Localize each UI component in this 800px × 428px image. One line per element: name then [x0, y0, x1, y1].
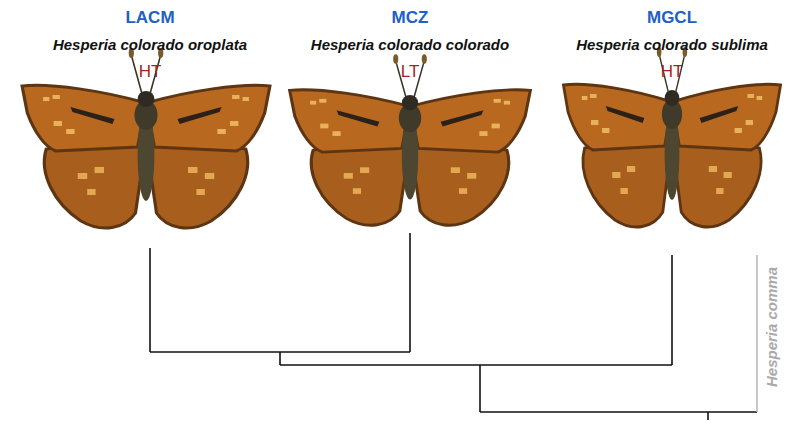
- taxon-name: Hesperia colorado colorado: [311, 36, 509, 53]
- specimen-colorado: [290, 54, 531, 225]
- type-status: HT: [661, 62, 684, 82]
- tree-branch: [149, 248, 151, 352]
- tree-root: [707, 412, 709, 420]
- phylogenetic-tree: [150, 233, 757, 420]
- taxon-name: Hesperia colorado oroplata: [53, 36, 247, 53]
- institution-code: MCZ: [392, 8, 429, 28]
- tree-branch: [280, 364, 672, 366]
- type-status: LT: [401, 62, 420, 82]
- type-status: HT: [139, 62, 162, 82]
- outgroup-branch: [756, 255, 757, 412]
- institution-code: LACM: [125, 8, 174, 28]
- tree-branch: [409, 233, 411, 352]
- institution-code: MGCL: [647, 8, 697, 28]
- outgroup-name: Hesperia comma: [763, 267, 780, 387]
- tree-branch: [480, 411, 757, 413]
- tree-branch: [479, 365, 481, 412]
- specimen-oroplata: [22, 48, 270, 228]
- tree-branch: [671, 255, 673, 365]
- taxon-name: Hesperia colorado sublima: [576, 36, 768, 53]
- specimen-sublima: [563, 47, 780, 227]
- tree-branch: [279, 352, 281, 365]
